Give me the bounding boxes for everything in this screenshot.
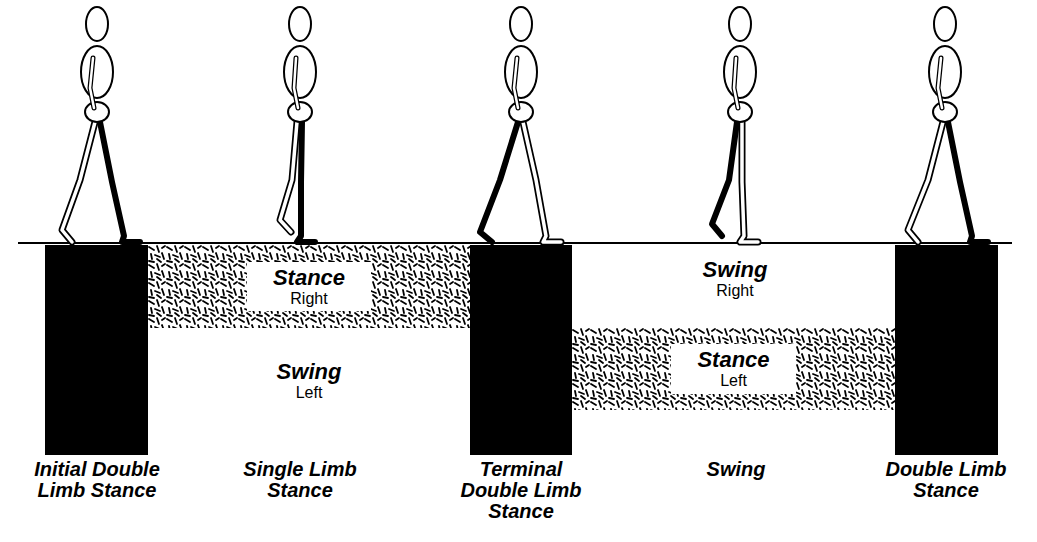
- double-stance-bar: [470, 245, 572, 455]
- limb-name: Left: [697, 372, 769, 390]
- double-stance-bar: [895, 245, 998, 455]
- limb-name: Left: [249, 385, 369, 402]
- phase-caption: Single Limb Stance: [230, 459, 370, 501]
- walker-figure: [280, 7, 316, 242]
- walker-figures: [62, 7, 988, 242]
- phase-name: Swing: [675, 258, 795, 281]
- limb-name: Right: [675, 283, 795, 300]
- band-label-patch: StanceRight: [247, 262, 371, 312]
- phase-caption: Initial Double Limb Stance: [27, 459, 167, 501]
- walker-figure: [908, 7, 988, 242]
- walker-figure: [480, 7, 561, 242]
- phase-name: Stance: [273, 266, 345, 290]
- walker-figure: [62, 7, 140, 242]
- double-stance-bar: [45, 245, 148, 455]
- phase-name: Stance: [697, 348, 769, 372]
- phase-caption: Swing: [666, 459, 806, 480]
- walker-figure: [712, 7, 758, 242]
- band-label-patch: StanceLeft: [671, 344, 795, 394]
- limb-name: Right: [273, 290, 345, 308]
- ground-line: [18, 242, 1012, 244]
- hatched-phase-band: StanceLeft: [572, 328, 895, 410]
- hatched-phase-band: StanceRight: [148, 245, 470, 328]
- phase-caption: Double Limb Stance: [876, 459, 1016, 501]
- phase-caption: Terminal Double Limb Stance: [451, 459, 591, 522]
- phase-name: Swing: [249, 360, 369, 383]
